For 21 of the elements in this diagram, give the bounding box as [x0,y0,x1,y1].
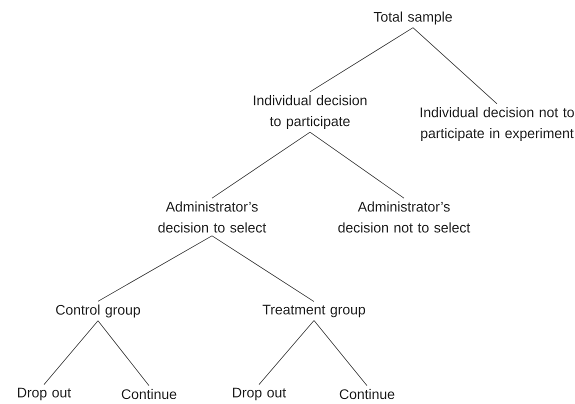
node-text: Drop out [233,388,286,400]
line [98,235,212,302]
line [98,320,150,386]
node-text: Individual decision to participate [254,95,366,129]
line [44,320,98,385]
node-text: Continue [340,388,394,400]
node-text: Treatment group [262,304,366,318]
line [412,27,498,104]
node-text: Control group [56,304,140,318]
node-text: Individual decision not to participate in experiment [420,107,574,141]
node-text: Continue [122,388,176,400]
node-text: Administrator’s decision to select [158,201,266,233]
node-text: Administrator’s decision not to select [338,201,470,233]
line [212,132,310,199]
line [310,132,404,199]
line [212,235,314,302]
line [314,320,368,386]
line [310,27,414,92]
line [258,320,314,385]
node-text: Total sample [374,12,452,24]
node-text: Drop out [18,388,72,400]
